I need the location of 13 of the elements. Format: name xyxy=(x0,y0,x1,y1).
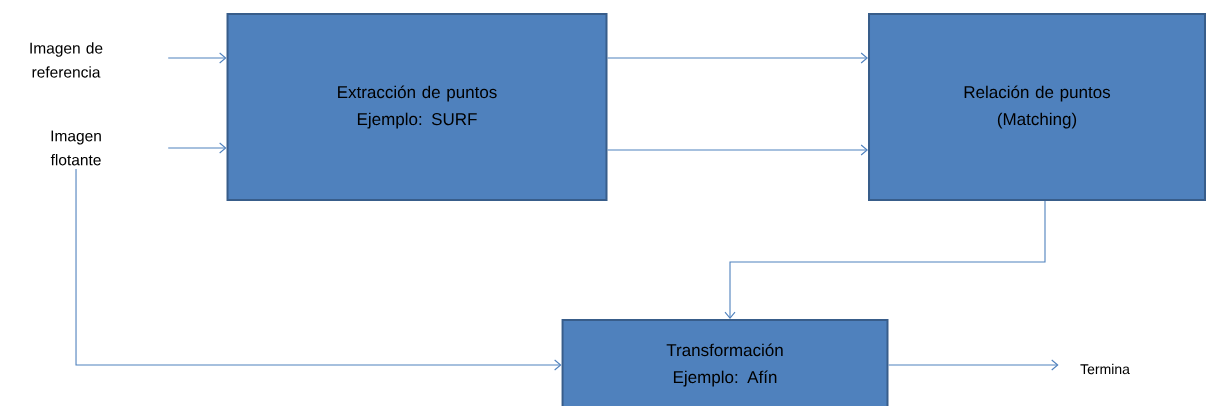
label-text: Imagen flotante xyxy=(50,130,101,166)
arrow xyxy=(606,144,868,156)
arrow xyxy=(167,142,227,154)
arrow xyxy=(75,168,562,371)
label-text: Termina xyxy=(1080,363,1130,375)
process-box: Transformación Ejemplo: Afín xyxy=(561,319,889,406)
label-text: Imagen de referencia xyxy=(30,42,103,78)
arrow xyxy=(887,359,1059,371)
arrow xyxy=(167,52,227,64)
arrow xyxy=(724,200,1046,319)
process-box: Relación de puntos (Matching) xyxy=(868,13,1206,201)
arrow xyxy=(606,52,868,64)
process-box: Extracción de puntos Ejemplo: SURF xyxy=(226,13,608,201)
